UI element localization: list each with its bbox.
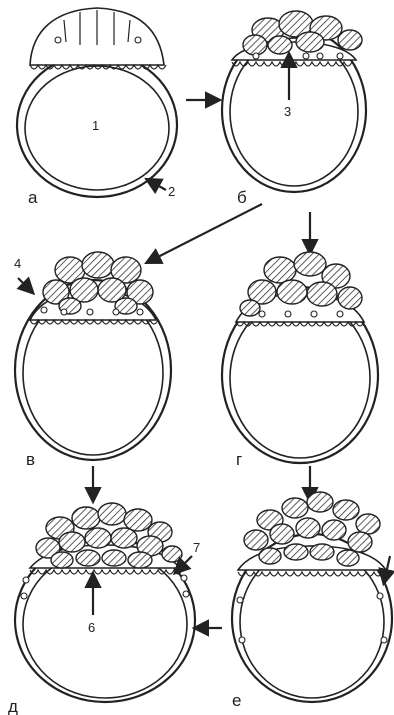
stage-label-e: е xyxy=(232,691,241,710)
stage-b-blastomeres xyxy=(243,11,362,55)
stage-label-g: г xyxy=(236,450,242,469)
callout-7: 7 xyxy=(193,540,200,555)
callout-6: 6 xyxy=(88,620,95,635)
callout-3: 3 xyxy=(284,104,291,119)
stage-label-a: а xyxy=(28,188,38,207)
stage-e: е xyxy=(232,492,392,710)
stage-label-d: д xyxy=(8,697,18,715)
stage-label-v: в xyxy=(26,450,35,469)
stage-a: 1 2 а xyxy=(17,8,177,207)
callout-1: 1 xyxy=(92,118,99,133)
callout-4: 4 xyxy=(14,256,21,271)
stage-d: 6 7 д xyxy=(8,503,200,715)
stage-b: 3 б xyxy=(222,11,366,207)
stage-v: 4 в xyxy=(14,252,171,469)
callout-2: 2 xyxy=(168,184,175,199)
stage-label-b: б xyxy=(237,188,247,207)
stage-g: г xyxy=(222,252,378,469)
